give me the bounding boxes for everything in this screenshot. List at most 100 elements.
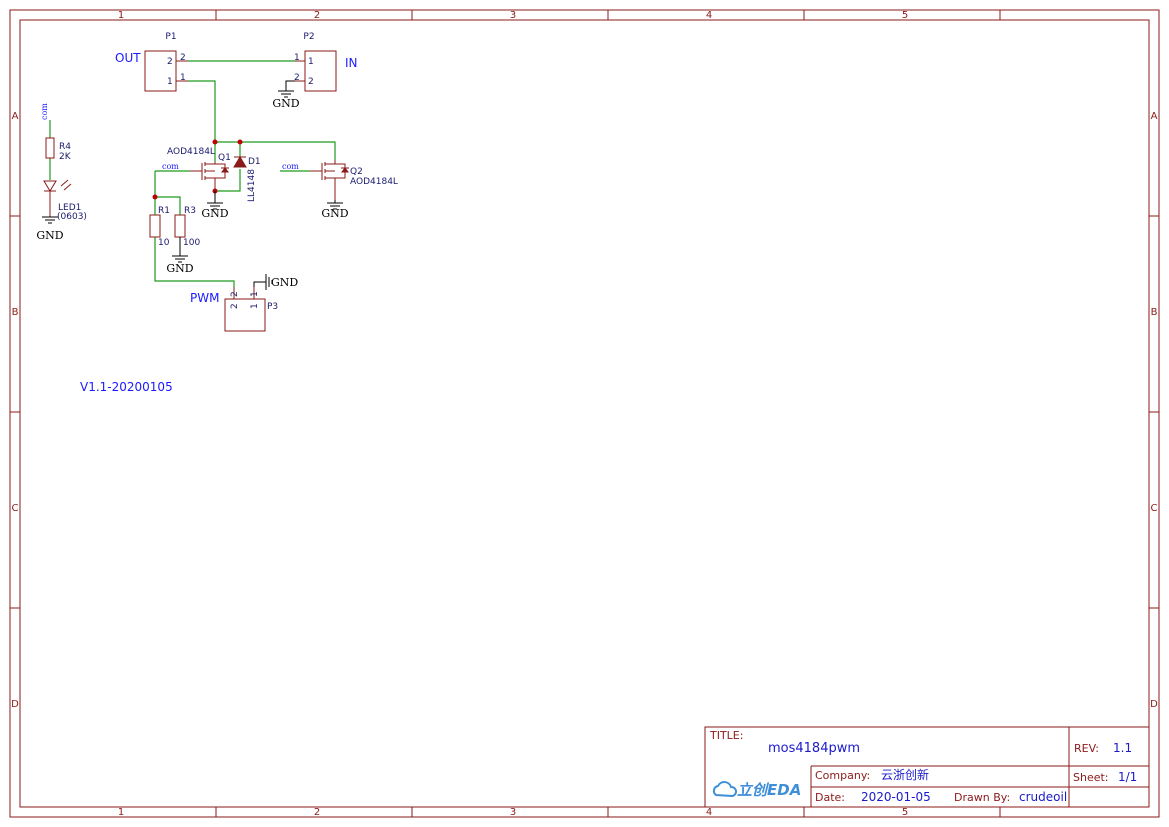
q2-value: AOD4184L xyxy=(350,177,398,187)
q1-ref: Q1 xyxy=(218,153,231,163)
p2-gnd-label: GND xyxy=(272,97,299,110)
r3-ref: R3 xyxy=(184,206,196,216)
p3-pin-1-inside: 1 xyxy=(250,303,260,309)
junction-drain-bus xyxy=(212,139,218,145)
company-label: Company: xyxy=(815,769,870,782)
junction-d1-cathode xyxy=(237,139,243,145)
p3-pin-2-inside: 2 xyxy=(230,303,240,309)
d1-ref: D1 xyxy=(248,157,261,167)
p1-pin-1-outside: 1 xyxy=(180,73,186,83)
led1-ref: LED1 xyxy=(58,203,81,213)
p1-pin-1-inside: 1 xyxy=(167,77,173,87)
r4-ref: R4 xyxy=(59,142,71,152)
d1-value: LL4148 xyxy=(247,169,257,202)
p3-body xyxy=(224,298,266,332)
p2-pin-1-outside: 1 xyxy=(294,53,300,63)
p2-ref: P2 xyxy=(303,32,314,42)
led1-gnd-label: GND xyxy=(36,229,63,242)
p2-pin-2-outside: 2 xyxy=(294,73,300,83)
resistor-r1[interactable]: R1 10 xyxy=(149,206,170,248)
sheet-value: 1/1 xyxy=(1118,770,1137,784)
row-label-b-right: B xyxy=(1151,307,1158,318)
date-label: Date: xyxy=(815,791,845,804)
p3-pin-2-outside: 2 xyxy=(230,291,240,297)
col-label-4: 4 xyxy=(706,10,712,21)
col-label-3: 3 xyxy=(510,10,516,21)
lceda-logo: 立创EDA xyxy=(712,781,801,799)
outer-border xyxy=(9,9,1160,818)
wire-p1-pin1-to-drain xyxy=(188,80,216,142)
p2-body xyxy=(304,50,337,92)
p1-net-label: OUT xyxy=(115,51,141,65)
p2-gnd-wire xyxy=(285,80,295,91)
r3-body xyxy=(174,214,186,238)
wire-r1-to-pwm xyxy=(154,237,235,287)
row-label-a-right: A xyxy=(1151,111,1158,122)
drawn-by-value: crudeoil xyxy=(1019,790,1067,804)
logo-text: 立创EDA xyxy=(737,781,801,799)
mosfet-q1[interactable]: AOD4184L Q1 com GND xyxy=(162,147,231,220)
q1-gnd-label: GND xyxy=(201,207,228,220)
led-indicator-circuit[interactable]: com R4 2K LED1 (0603) GND xyxy=(36,103,87,242)
mosfet-q2[interactable]: Q2 AOD4184L com GND xyxy=(282,160,398,220)
r1-value: 10 xyxy=(158,238,170,248)
diode-d1[interactable]: D1 LL4148 xyxy=(233,156,261,202)
row-label-c: C xyxy=(12,503,19,514)
col-label-3-bottom: 3 xyxy=(510,807,516,818)
q2-ref: Q2 xyxy=(350,167,363,177)
row-label-d: D xyxy=(11,699,19,710)
q2-com-net: com xyxy=(282,162,299,171)
d1-body xyxy=(233,156,247,168)
r4-value: 2K xyxy=(59,152,72,162)
col-label-1: 1 xyxy=(118,10,124,21)
q1-com-net: com xyxy=(162,162,179,171)
date-value: 2020-01-05 xyxy=(861,790,931,804)
row-label-c-right: C xyxy=(1151,503,1158,514)
title-label: TITLE: xyxy=(709,729,743,742)
col-label-5: 5 xyxy=(902,10,908,21)
wires xyxy=(49,60,336,287)
sheet-frame: 1 2 3 4 5 1 2 3 4 5 A B C D A B C D xyxy=(9,9,1160,818)
q1-value: AOD4184L xyxy=(167,147,215,157)
p3-gnd-wire xyxy=(253,281,266,287)
version-note: V1.1-20200105 xyxy=(80,380,173,394)
r3-gnd-label: GND xyxy=(166,262,193,275)
led1-value: (0603) xyxy=(57,212,87,222)
r3-value: 100 xyxy=(183,238,200,248)
r4-com-net: com xyxy=(40,103,49,120)
connector-p3[interactable]: PWM P3 2 1 2 1 GND xyxy=(190,274,298,332)
title-block: TITLE: mos4184pwm REV: 1.1 Company: 云浙创新… xyxy=(704,726,1150,808)
p2-pin-1-inside: 1 xyxy=(308,57,314,67)
wire-drain-bus xyxy=(215,141,336,160)
sheet-label: Sheet: xyxy=(1073,771,1109,784)
rev-value: 1.1 xyxy=(1113,741,1132,755)
rev-label: REV: xyxy=(1074,742,1099,755)
p1-pin-2-outside: 2 xyxy=(180,53,186,63)
junction-gate-r3 xyxy=(152,194,158,200)
connector-p1[interactable]: P1 OUT 2 1 2 1 xyxy=(115,32,188,92)
connector-p2[interactable]: P2 IN 1 2 1 2 GND xyxy=(272,32,357,110)
q2-gnd-label: GND xyxy=(321,207,348,220)
cloud-icon xyxy=(712,781,738,798)
row-label-a: A xyxy=(12,111,19,122)
p3-net-label: PWM xyxy=(190,291,219,305)
p1-ref: P1 xyxy=(165,32,176,42)
led1-body xyxy=(43,180,57,192)
title-block-border xyxy=(704,726,1150,808)
p2-pin-2-inside: 2 xyxy=(308,77,314,87)
p1-body xyxy=(144,50,177,92)
wire-gate-to-r3 xyxy=(155,196,181,215)
company-value: 云浙创新 xyxy=(881,767,929,782)
col-label-5-bottom: 5 xyxy=(902,807,908,818)
p1-pin-2-inside: 2 xyxy=(167,57,173,67)
p3-pin-1-outside: 1 xyxy=(250,291,260,297)
drawn-by-label: Drawn By: xyxy=(954,791,1010,804)
p3-ref: P3 xyxy=(267,302,278,312)
wire-d1-anode xyxy=(215,169,241,192)
row-label-d-right: D xyxy=(1150,699,1158,710)
col-label-4-bottom: 4 xyxy=(706,807,712,818)
col-label-1-bottom: 1 xyxy=(118,807,124,818)
row-label-b: B xyxy=(12,307,19,318)
resistor-r3[interactable]: R3 100 GND xyxy=(166,206,200,275)
